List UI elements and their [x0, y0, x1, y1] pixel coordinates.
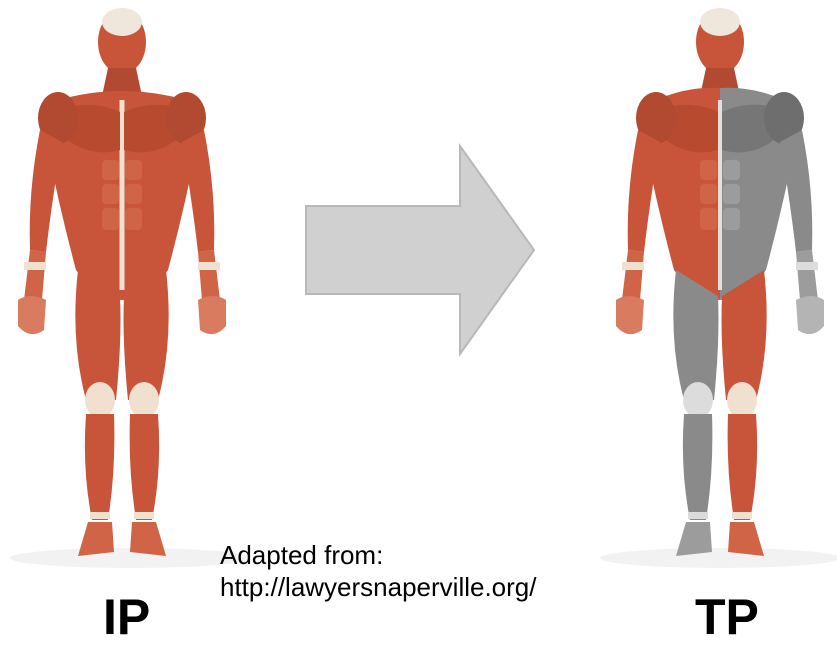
- anatomy-figure-ip: [0, 0, 260, 570]
- transition-arrow: [300, 140, 540, 360]
- credit-line-url: http://lawyersnaperville.org/: [220, 572, 536, 604]
- anatomy-figure-tp: [590, 0, 837, 570]
- muscle-body-illustration: [0, 0, 260, 570]
- muscle-body-illustration-partial-grey: [590, 0, 837, 570]
- credit-line-adapted: Adapted from:: [220, 540, 536, 572]
- source-credit: Adapted from: http://lawyersnaperville.o…: [220, 540, 536, 603]
- right-arrow-icon: [300, 140, 540, 360]
